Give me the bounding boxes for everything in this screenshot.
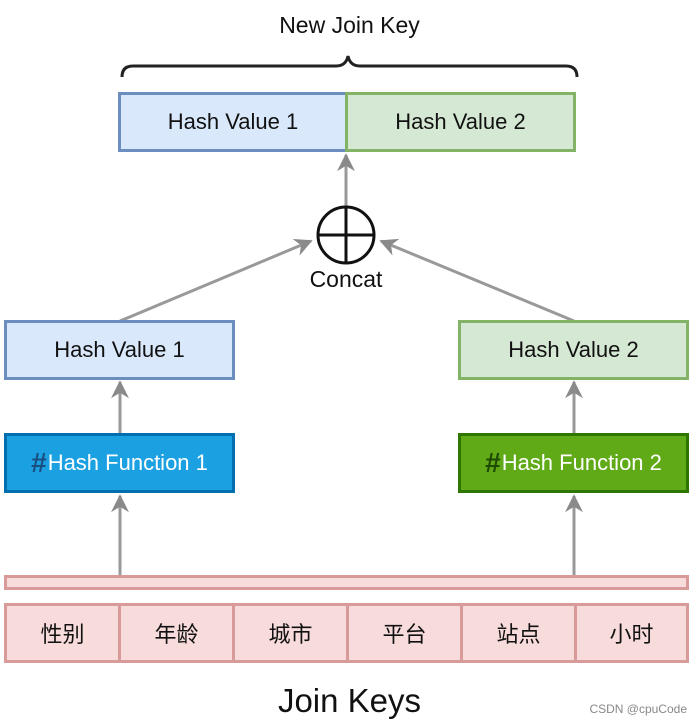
hash-function-1-label: Hash Function 1	[47, 450, 208, 475]
hash-value-2: Hash Value 2	[458, 320, 689, 380]
hash-value-1: Hash Value 1	[4, 320, 235, 380]
hash-icon: #	[485, 447, 501, 478]
join-key-cell: 站点	[460, 603, 577, 663]
concat-operator-icon	[316, 205, 376, 265]
join-keys-title: Join Keys	[277, 682, 422, 719]
new-join-key-title: New Join Key	[279, 12, 420, 38]
join-keys-bar	[4, 575, 689, 590]
curly-brace	[120, 55, 579, 78]
combined-hash-value-2: Hash Value 2	[345, 92, 576, 152]
concat-label: Concat	[309, 266, 383, 292]
credit-text: CSDN @cpuCode	[589, 702, 687, 716]
combined-hash-value-1: Hash Value 1	[118, 92, 348, 152]
hash-icon: #	[31, 447, 47, 478]
join-key-cell: 性别	[4, 603, 121, 663]
hash-function-2: # Hash Function 2	[458, 433, 689, 493]
join-key-cell: 年龄	[118, 603, 235, 663]
arrow-value-2-to-concat	[379, 238, 575, 323]
join-key-cell: 城市	[232, 603, 349, 663]
hash-function-2-label: Hash Function 2	[501, 450, 662, 475]
arrow-value-1-to-concat	[119, 238, 313, 323]
join-key-cell: 平台	[346, 603, 463, 663]
join-key-cell: 小时	[574, 603, 689, 663]
hash-function-1: # Hash Function 1	[4, 433, 235, 493]
